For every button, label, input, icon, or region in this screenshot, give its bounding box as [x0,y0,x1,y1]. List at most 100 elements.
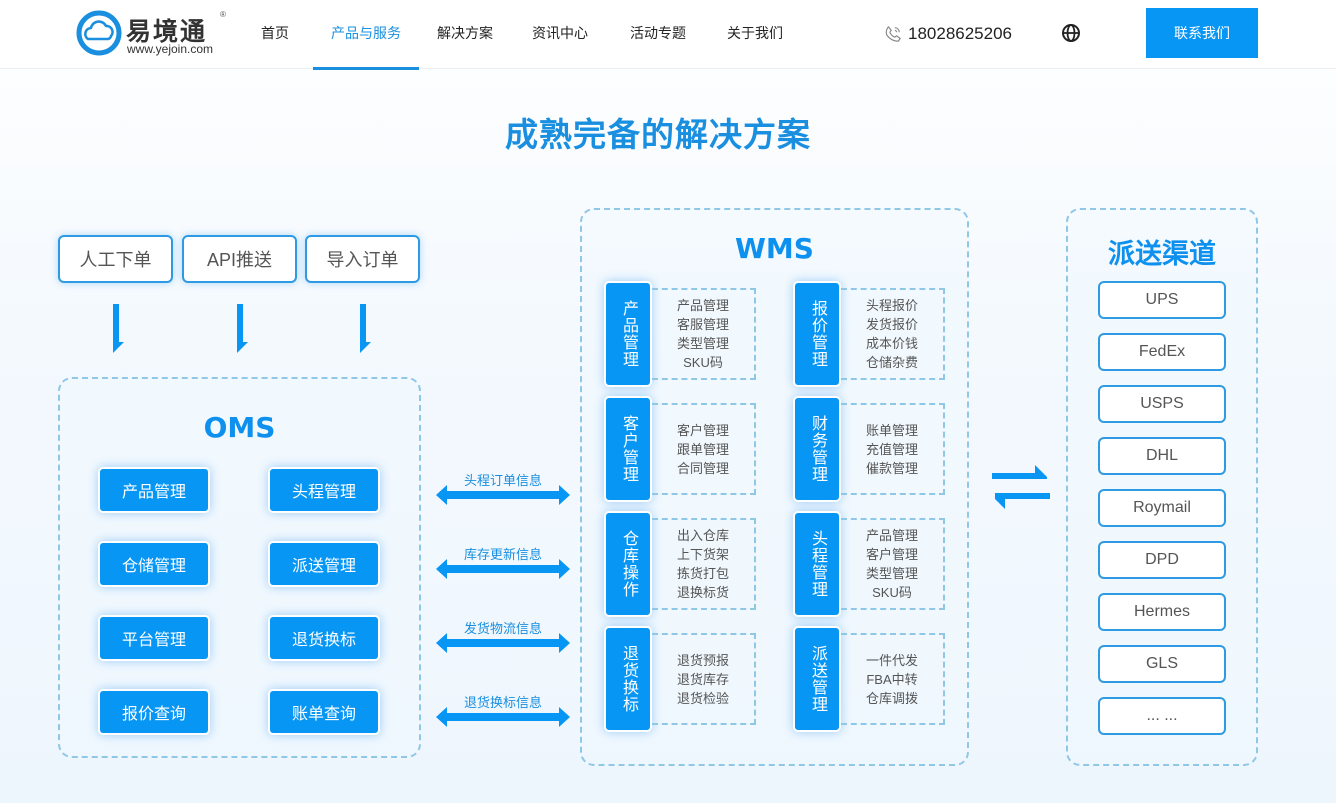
wms-item: 合同管理 [676,460,729,476]
order-source-manual: 人工下单 [58,235,173,283]
wms-group-list: 账单管理 充值管理 催款管理 [841,403,945,495]
channel-item: USPS [1098,385,1226,423]
flow-label: 库存更新信息 [463,547,542,562]
wms-item: 退货预报 [676,652,729,668]
wms-group-tag[interactable]: 客户管理 [604,396,652,502]
oms-module[interactable]: 账单查询 [268,689,380,735]
wms-item: 账单管理 [865,422,918,438]
nav-item-news[interactable]: 资讯中心 [532,25,588,41]
registered-mark: ® [220,10,226,19]
wms-item: 充值管理 [865,441,918,457]
flow-label: 头程订单信息 [463,473,542,488]
double-arrow-icon [436,633,570,653]
wms-title: WMS [735,232,814,265]
wms-item: 客户管理 [676,422,729,438]
oms-module[interactable]: 派送管理 [268,541,380,587]
site-header: 易境通 ® www.yejoin.com 首页 产品与服务 解决方案 资讯中心 … [0,0,1336,70]
order-source-import: 导入订单 [305,235,420,283]
wms-item: 拣货打包 [676,566,729,581]
wms-item: 发货报价 [865,317,918,332]
double-arrow-icon [436,485,570,505]
main-nav: 首页 产品与服务 解决方案 资讯中心 活动专题 关于我们 [240,0,803,70]
channel-item: DHL [1098,437,1226,475]
wms-item: SKU码 [872,585,912,600]
down-arrow-icon [360,304,371,353]
wms-item: 客户管理 [865,547,918,562]
oms-module[interactable]: 产品管理 [98,467,210,513]
logo-text: 易境通 [126,17,208,46]
wms-item: 客服管理 [676,317,729,332]
wms-item: 退货检验 [676,690,729,706]
oms-module[interactable]: 退货换标 [268,615,380,661]
order-source-api: API推送 [182,235,297,283]
data-flow: 发货物流信息 [436,618,570,658]
wms-group-tag[interactable]: 产品管理 [604,281,652,387]
wms-item: 退货库存 [676,671,729,687]
wms-item: 出入仓库 [676,528,729,543]
flow-label: 发货物流信息 [463,621,542,636]
wms-item: 退换标货 [676,585,729,600]
wms-item: 产品管理 [865,528,918,543]
wms-group-list: 头程报价 发货报价 成本价钱 仓储杂费 [841,288,945,380]
wms-group-list: 退货预报 退货库存 退货检验 [652,633,756,725]
nav-item-solutions[interactable]: 解决方案 [437,25,493,41]
down-arrow-icon [237,304,248,353]
nav-item-home[interactable]: 首页 [261,25,289,41]
wms-item: 一件代发 [865,652,918,668]
wms-item: 上下货架 [676,547,729,562]
contact-us-button[interactable]: 联系我们 [1146,8,1258,58]
wms-item: 跟单管理 [676,441,729,457]
data-flow: 库存更新信息 [436,544,570,584]
flow-label: 退货换标信息 [463,695,542,710]
phone-number: 18028625206 [908,24,1013,43]
logo[interactable]: 易境通 ® www.yejoin.com [76,10,236,58]
wms-item: 产品管理 [676,298,729,313]
nav-item-events[interactable]: 活动专题 [630,25,686,41]
phone-contact[interactable]: 18028625206 [884,22,1012,46]
wms-group-tag[interactable]: 仓库操作 [604,511,652,617]
wms-item: 成本价钱 [865,336,918,351]
channels-title: 派送渠道 [1108,239,1216,270]
wms-item: 仓储杂费 [865,355,918,370]
down-arrow-icon [113,304,124,353]
wms-group-tag[interactable]: 派送管理 [793,626,841,732]
logo-url: www.yejoin.com [127,42,214,56]
oms-module[interactable]: 仓储管理 [98,541,210,587]
section-title: 成熟完备的解决方案 [505,115,811,154]
channel-item-more: ... ... [1098,697,1226,735]
wms-item: 类型管理 [676,336,729,351]
wms-item: 催款管理 [865,460,918,476]
channel-item: DPD [1098,541,1226,579]
nav-item-about[interactable]: 关于我们 [727,25,783,41]
channel-item: Roymail [1098,489,1226,527]
data-flow: 退货换标信息 [436,692,570,732]
wms-group-list: 产品管理 客服管理 类型管理 SKU码 [652,288,756,380]
phone-icon [885,26,901,42]
wms-group-list: 一件代发 FBA中转 仓库调拨 [841,633,945,725]
oms-title: OMS [203,411,276,444]
double-arrow-icon [436,559,570,579]
channel-item: GLS [1098,645,1226,683]
nav-item-products[interactable]: 产品与服务 [313,0,419,70]
wms-group-list: 出入仓库 上下货架 拣货打包 退换标货 [652,518,756,610]
channel-item: Hermes [1098,593,1226,631]
oms-module[interactable]: 平台管理 [98,615,210,661]
oms-module[interactable]: 头程管理 [268,467,380,513]
wms-group-tag[interactable]: 财务管理 [793,396,841,502]
wms-group-tag[interactable]: 头程管理 [793,511,841,617]
swap-arrows-icon [992,465,1050,509]
wms-group-list: 产品管理 客户管理 类型管理 SKU码 [841,518,945,610]
wms-item: 类型管理 [865,566,918,581]
wms-item: 头程报价 [865,298,918,313]
cloud-logo-icon [76,10,122,56]
globe-icon[interactable] [1061,23,1081,43]
wms-group-list: 客户管理 跟单管理 合同管理 [652,403,756,495]
wms-group-tag[interactable]: 退货换标 [604,626,652,732]
data-flow: 头程订单信息 [436,470,570,510]
oms-module[interactable]: 报价查询 [98,689,210,735]
wms-item: SKU码 [683,355,723,370]
double-arrow-icon [436,707,570,727]
wms-item: 仓库调拨 [865,690,918,706]
wms-group-tag[interactable]: 报价管理 [793,281,841,387]
wms-item: FBA中转 [866,671,918,687]
